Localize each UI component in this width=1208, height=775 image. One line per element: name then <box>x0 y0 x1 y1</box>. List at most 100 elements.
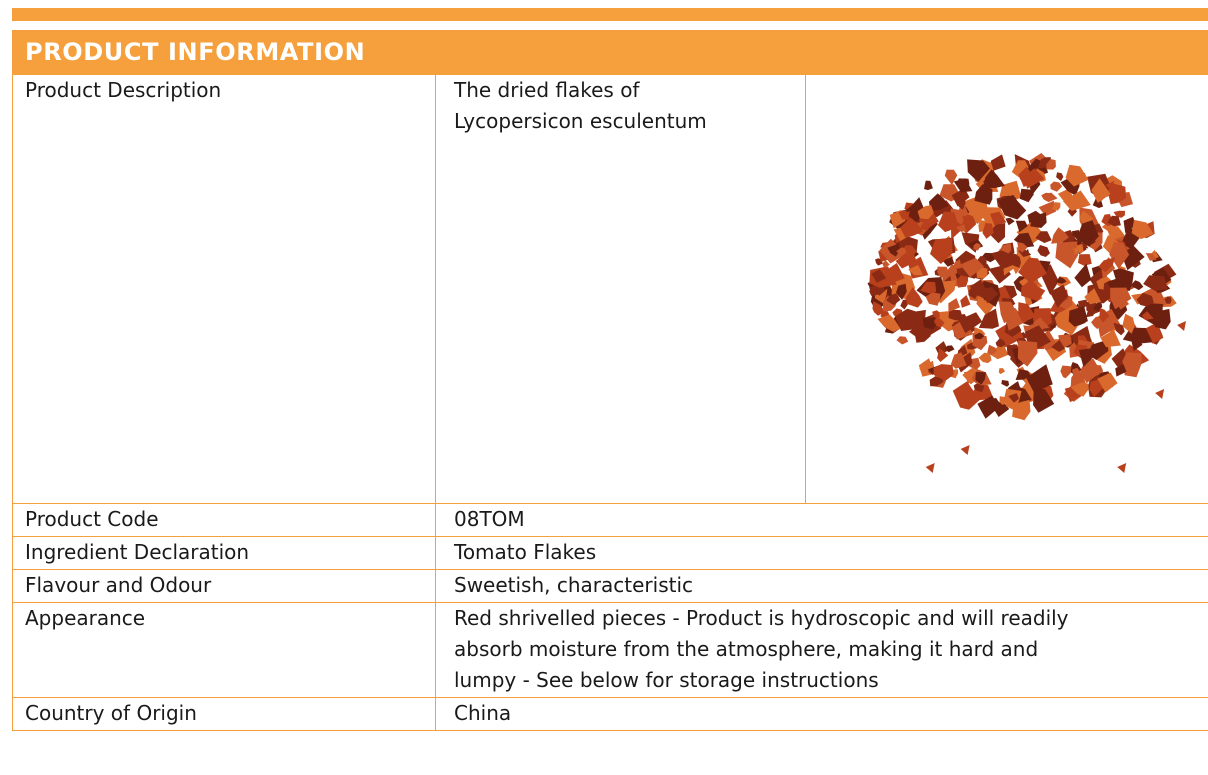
flake-piece <box>1051 202 1061 211</box>
product-description-value: The dried flakes of Lycopersicon esculen… <box>435 74 806 504</box>
flake-piece <box>1001 380 1010 387</box>
stray-flake <box>925 463 935 473</box>
flake-piece <box>948 298 961 313</box>
flake-piece <box>951 318 974 340</box>
flake-piece <box>1085 308 1096 318</box>
flake-piece <box>1037 245 1051 257</box>
top-accent-bar <box>12 8 1208 21</box>
flake-piece <box>974 184 993 205</box>
flake-piece <box>1050 324 1056 330</box>
flake-piece <box>1060 365 1072 379</box>
flake-piece <box>1099 307 1110 323</box>
flake-piece <box>1123 216 1136 234</box>
flake-piece <box>982 223 994 239</box>
stray-flake <box>900 211 910 221</box>
flake-piece <box>1122 313 1135 334</box>
flake-piece <box>1038 200 1057 217</box>
flake-piece <box>1098 257 1116 273</box>
flake-piece <box>1097 372 1118 393</box>
flake-piece <box>920 218 932 231</box>
flake-piece <box>944 169 958 186</box>
stray-flake <box>960 445 970 455</box>
flake-piece <box>895 283 907 300</box>
flake-piece <box>1042 192 1058 203</box>
flake-piece <box>1070 382 1089 397</box>
flake-piece <box>959 257 985 278</box>
table-row: Appearance Red shrivelled pieces - Produ… <box>12 602 1208 698</box>
flake-piece <box>895 308 918 331</box>
description-line-2: Lycopersicon esculentum <box>454 109 707 133</box>
flake-piece <box>975 372 986 385</box>
flake-piece <box>953 259 962 269</box>
flake-piece <box>1049 284 1069 308</box>
flake-piece <box>1055 241 1079 269</box>
flake-piece <box>990 154 1006 171</box>
stray-flake <box>1105 181 1115 191</box>
flake-piece <box>1008 393 1019 403</box>
flake-piece <box>1017 340 1038 367</box>
flake-piece <box>1021 279 1046 302</box>
flake-piece <box>1130 280 1144 291</box>
flake-piece <box>1084 288 1102 305</box>
flake-piece <box>933 364 954 381</box>
flake-piece <box>1145 253 1157 261</box>
flake-piece <box>950 352 967 369</box>
flake-piece <box>998 368 1006 375</box>
flake-piece <box>955 224 967 232</box>
flake-piece <box>895 247 917 269</box>
flake-piece <box>1141 311 1154 320</box>
flake-piece <box>1035 231 1052 243</box>
section-header: PRODUCT INFORMATION <box>11 30 1208 75</box>
flake-piece <box>908 265 923 276</box>
flake-piece <box>1017 242 1028 253</box>
flake-piece <box>982 169 1006 188</box>
flake-piece <box>999 243 1012 254</box>
flake-piece <box>1074 263 1092 288</box>
flake-piece <box>1024 168 1045 189</box>
flake-piece <box>953 178 973 193</box>
flake-piece <box>1011 160 1029 179</box>
flake-piece <box>877 314 901 332</box>
flake-piece <box>1015 220 1028 233</box>
flake-piece <box>872 301 886 316</box>
table-row: Flavour and Odour Sweetish, characterist… <box>12 569 1208 603</box>
flake-piece <box>1110 287 1132 310</box>
flake-piece <box>1076 220 1099 247</box>
flake-piece <box>1051 227 1069 244</box>
flake-piece <box>917 321 927 330</box>
flake-piece <box>886 293 901 306</box>
flake-piece <box>1008 253 1021 268</box>
flake-piece <box>924 180 933 191</box>
flake-piece <box>995 338 1006 348</box>
flake-piece <box>1109 242 1130 269</box>
product-description-label: Product Description <box>12 74 436 504</box>
flake-piece <box>1144 322 1164 344</box>
flake-piece <box>952 381 981 410</box>
flake-piece <box>958 206 969 217</box>
table-row: Product Description The dried flakes of … <box>12 74 1208 504</box>
flake-piece <box>1115 364 1127 377</box>
flake-piece <box>960 295 971 308</box>
flake-piece <box>1091 178 1111 203</box>
flake-piece <box>1149 308 1171 330</box>
country-of-origin-value: China <box>434 697 1208 731</box>
flake-piece <box>900 299 908 310</box>
flake-piece <box>1101 218 1119 233</box>
flake-piece <box>1056 172 1064 182</box>
flake-piece <box>1062 190 1091 211</box>
flake-piece <box>1050 181 1063 192</box>
flake-piece <box>973 243 981 251</box>
flake-piece <box>1005 217 1015 226</box>
table-row: Ingredient Declaration Tomato Flakes <box>12 536 1208 570</box>
flake-piece <box>869 288 881 296</box>
flake-piece <box>1005 307 1027 331</box>
flake-piece <box>1091 365 1104 376</box>
flake-piece <box>1017 257 1047 284</box>
product-image-cell <box>804 74 1208 504</box>
flake-piece <box>871 269 887 283</box>
flavour-odour-value: Sweetish, characteristic <box>434 569 1208 603</box>
ingredient-declaration-value: Tomato Flakes <box>434 536 1208 570</box>
flake-piece <box>913 327 932 343</box>
appearance-line-2: absorb moisture from the atmosphere, mak… <box>454 637 1039 661</box>
appearance-line-1: Red shrivelled pieces - Product is hydro… <box>454 606 1069 630</box>
